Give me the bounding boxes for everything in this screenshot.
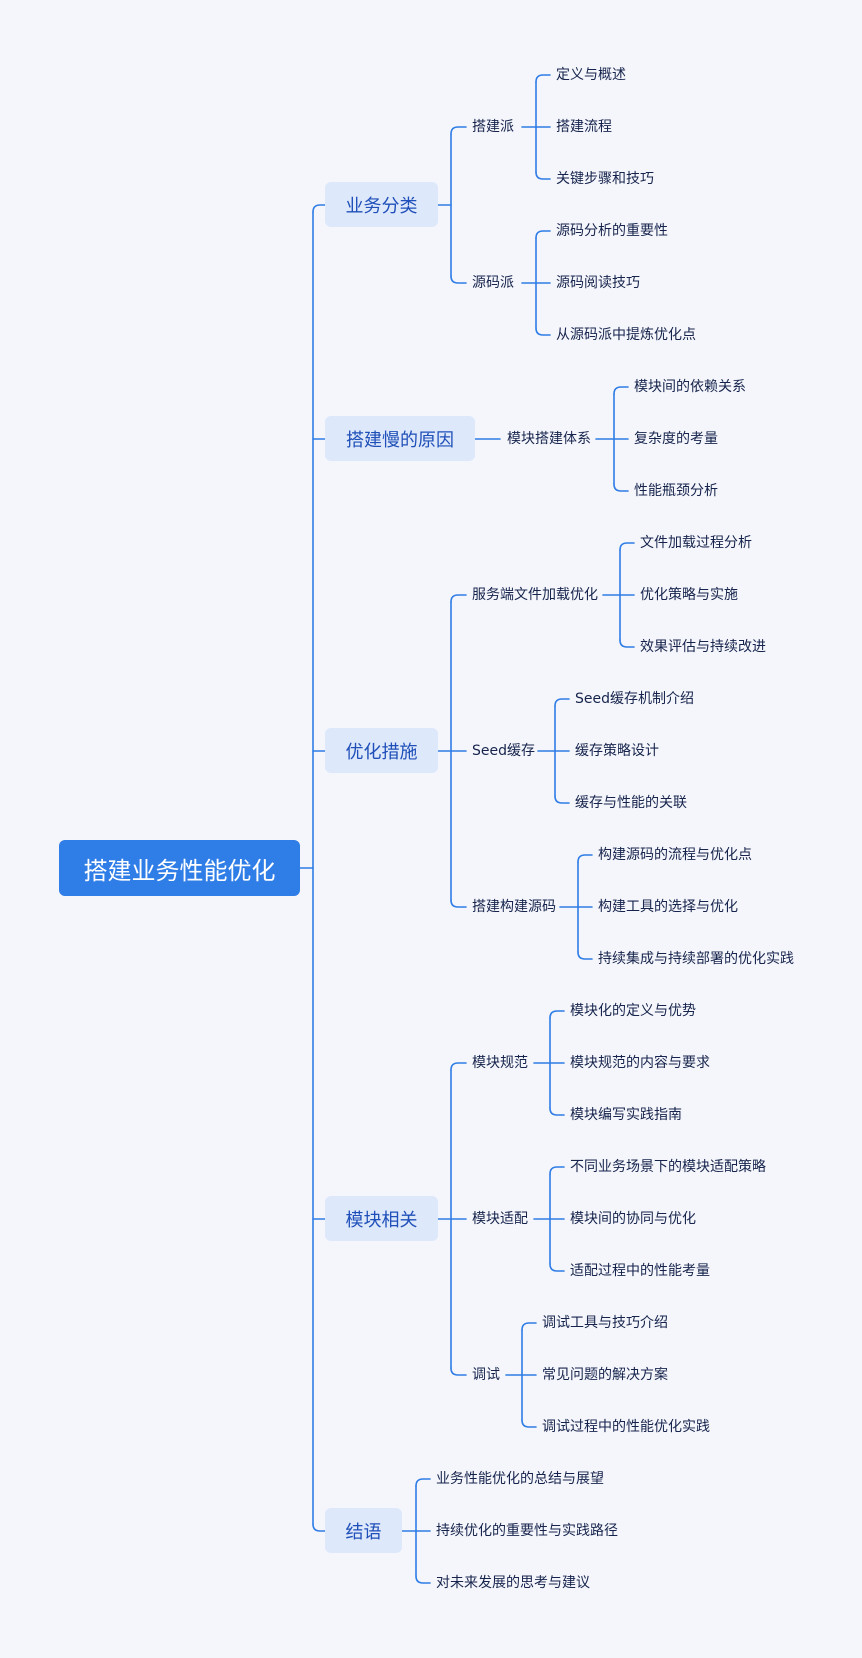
sub-node[interactable]: 搭建派	[472, 119, 514, 135]
sub-node[interactable]: Seed缓存	[472, 743, 535, 759]
sub-node[interactable]: 源码派	[472, 275, 514, 291]
sub-node[interactable]: 调试	[472, 1367, 500, 1383]
connector-line	[450, 899, 467, 908]
leaf-node[interactable]: 对未来发展的思考与建议	[436, 1575, 590, 1591]
leaf-node[interactable]: 从源码派中提炼优化点	[556, 327, 696, 343]
leaf-node[interactable]: 源码分析的重要性	[556, 223, 668, 239]
leaf-node[interactable]: 关键步骤和技巧	[556, 171, 654, 187]
branch-node[interactable]: 模块相关	[325, 1196, 438, 1241]
branch-node[interactable]: 业务分类	[325, 182, 438, 227]
leaf-node[interactable]: 模块间的依赖关系	[634, 379, 746, 395]
connector-line	[577, 854, 593, 863]
sub-node[interactable]: 搭建构建源码	[472, 899, 556, 915]
connector-line	[450, 594, 467, 603]
connector-line	[577, 951, 593, 960]
leaf-node[interactable]: 模块间的协同与优化	[570, 1211, 696, 1227]
connector-line	[450, 275, 467, 284]
connector-line	[450, 1367, 467, 1376]
connector-line	[619, 639, 635, 648]
connector-line	[549, 1107, 565, 1116]
leaf-node[interactable]: 业务性能优化的总结与展望	[436, 1471, 604, 1487]
sub-node[interactable]: 模块规范	[472, 1055, 528, 1071]
connector-line	[554, 698, 570, 707]
leaf-node[interactable]: 源码阅读技巧	[556, 275, 640, 291]
leaf-node[interactable]: 模块编写实践指南	[570, 1107, 682, 1123]
connector-line	[619, 542, 635, 551]
leaf-node[interactable]: 搭建流程	[556, 119, 612, 135]
branch-node[interactable]: 搭建慢的原因	[325, 416, 475, 461]
connector-line	[450, 1062, 467, 1071]
connector-line	[521, 1322, 537, 1331]
connector-line	[521, 1419, 537, 1428]
connector-line	[549, 1263, 565, 1272]
root-node[interactable]: 搭建业务性能优化	[59, 840, 300, 896]
connector-line	[312, 1523, 326, 1532]
leaf-node[interactable]: 构建源码的流程与优化点	[598, 847, 752, 863]
leaf-node[interactable]: 缓存与性能的关联	[575, 795, 687, 811]
leaf-node[interactable]: 持续优化的重要性与实践路径	[436, 1523, 618, 1539]
leaf-node[interactable]: 效果评估与持续改进	[640, 639, 766, 655]
leaf-node[interactable]: 性能瓶颈分析	[634, 483, 718, 499]
leaf-node[interactable]: 持续集成与持续部署的优化实践	[598, 951, 794, 967]
connector-line	[415, 1478, 431, 1487]
leaf-node[interactable]: 定义与概述	[556, 67, 626, 83]
branch-node[interactable]: 结语	[325, 1508, 402, 1553]
connector-line	[535, 74, 551, 83]
sub-node[interactable]: 服务端文件加载优化	[472, 587, 598, 603]
connector-line	[312, 204, 326, 213]
leaf-node[interactable]: 调试过程中的性能优化实践	[542, 1419, 710, 1435]
connector-line	[613, 386, 629, 395]
leaf-node[interactable]: 常见问题的解决方案	[542, 1367, 668, 1383]
connector-line	[549, 1010, 565, 1019]
leaf-node[interactable]: 构建工具的选择与优化	[598, 899, 738, 915]
branch-node[interactable]: 优化措施	[325, 728, 438, 773]
leaf-node[interactable]: 不同业务场景下的模块适配策略	[570, 1159, 766, 1175]
connector-line	[535, 230, 551, 239]
leaf-node[interactable]: Seed缓存机制介绍	[575, 691, 694, 707]
connector-line	[535, 327, 551, 336]
leaf-node[interactable]: 复杂度的考量	[634, 431, 718, 447]
leaf-node[interactable]: 优化策略与实施	[640, 587, 738, 603]
connector-line	[535, 171, 551, 180]
connector-line	[450, 126, 467, 135]
connector-line	[415, 1575, 431, 1584]
leaf-node[interactable]: 模块化的定义与优势	[570, 1003, 696, 1019]
connector-line	[613, 483, 629, 492]
leaf-node[interactable]: 文件加载过程分析	[640, 535, 752, 551]
leaf-node[interactable]: 模块规范的内容与要求	[570, 1055, 710, 1071]
sub-node[interactable]: 模块适配	[472, 1211, 528, 1227]
leaf-node[interactable]: 缓存策略设计	[575, 743, 659, 759]
leaf-node[interactable]: 适配过程中的性能考量	[570, 1263, 710, 1279]
connector-line	[554, 795, 570, 804]
leaf-node[interactable]: 调试工具与技巧介绍	[542, 1315, 668, 1331]
connector-line	[549, 1166, 565, 1175]
sub-node[interactable]: 模块搭建体系	[507, 431, 591, 447]
